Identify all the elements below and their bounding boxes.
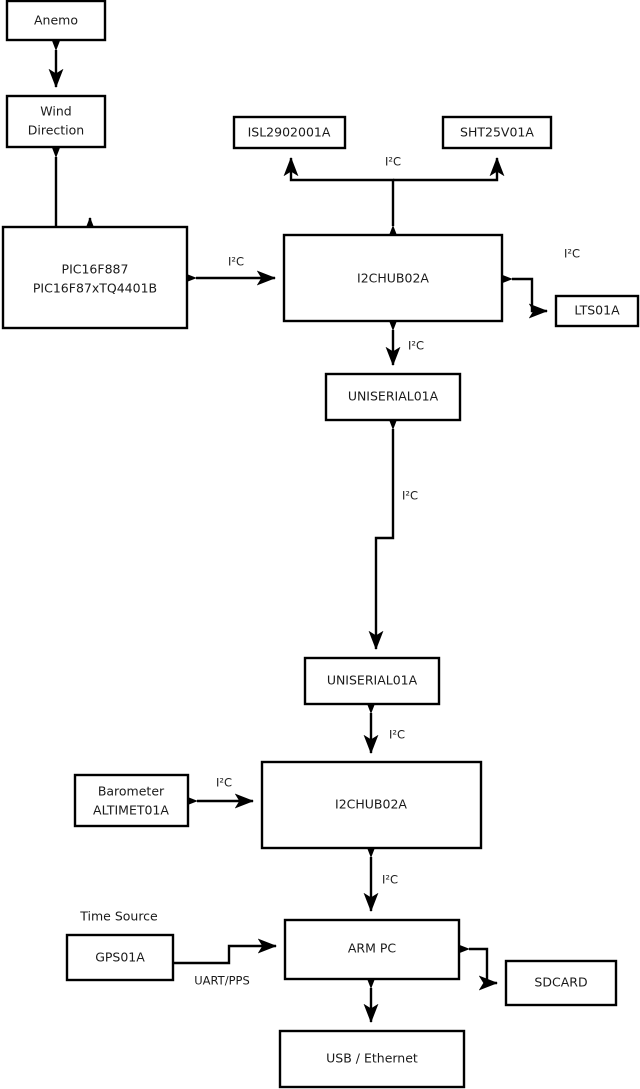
edge-label-i2c-pic-hub: I²C: [228, 255, 244, 269]
edge-label-uart-pps: UART/PPS: [194, 974, 250, 988]
node-label-barometer-line1: Barometer: [98, 784, 165, 799]
node-box[interactable]: [441, 115, 553, 150]
node-isl2902001a[interactable]: ISL2902001A: [232, 115, 347, 150]
node-i2chub02a-top[interactable]: I2CHUB02A: [282, 233, 504, 323]
node-box[interactable]: [65, 933, 175, 982]
node-label-uniserial01a-bottom: UNISERIAL01A: [327, 673, 418, 688]
edge-labels-layer: I²C I²C I²C I²C I²C I²C I²C I²C UART/PPS: [194, 155, 580, 988]
node-barometer-altimet01a[interactable]: Barometer ALTIMET01A: [73, 773, 190, 828]
node-label-uniserial01a-top: UNISERIAL01A: [348, 389, 439, 404]
node-label-sht25v01a: SHT25V01A: [460, 125, 534, 140]
node-label-gps01a: GPS01A: [95, 950, 145, 965]
node-i2chub02a-bottom[interactable]: I2CHUB02A: [260, 760, 483, 850]
node-label-sdcard: SDCARD: [534, 975, 587, 990]
edge-label-i2c-top-bus: I²C: [385, 155, 401, 169]
connector-armpc-sdcard: [450, 941, 498, 991]
node-gps01a[interactable]: GPS01A: [65, 933, 175, 982]
edge-label-i2c-hub-armpc: I²C: [382, 873, 398, 887]
node-label-barometer-line2: ALTIMET01A: [93, 803, 169, 818]
edge-label-i2c-uniserial-hub-bottom: I²C: [389, 728, 405, 742]
node-box[interactable]: [1, 225, 189, 330]
connector-uniserial-top-uniserial-bottom: [368, 410, 401, 650]
node-uniserial01a-bottom[interactable]: UNISERIAL01A: [303, 656, 441, 706]
node-label-i2chub02a-bottom: I2CHUB02A: [335, 797, 407, 812]
connector-branch-sht: [393, 157, 505, 182]
node-box[interactable]: [303, 656, 441, 706]
edges-layer: [48, 31, 548, 1023]
node-box[interactable]: [5, 94, 107, 149]
node-arm-pc[interactable]: ARM PC: [283, 918, 461, 981]
node-pic16f887[interactable]: PIC16F887 PIC16F87xTQ4401B: [1, 225, 189, 330]
node-label-anemo: Anemo: [34, 13, 78, 28]
node-box[interactable]: [504, 959, 618, 1007]
connector-path: [173, 938, 277, 965]
edge-label-i2c-hub-uniserial: I²C: [408, 339, 424, 353]
edge-label-i2c-hub-lts: I²C: [564, 247, 580, 261]
connector-gps-armpc: [173, 938, 277, 965]
edge-label-i2c-barometer-hub: I²C: [216, 776, 232, 790]
node-box[interactable]: [282, 233, 504, 323]
connector-path: [493, 271, 548, 319]
node-label-i2chub02a-top: I2CHUB02A: [357, 271, 429, 286]
node-box[interactable]: [5, 0, 107, 42]
node-label-pic-line1: PIC16F887: [62, 262, 129, 277]
node-lts01a[interactable]: LTS01A: [554, 294, 640, 328]
node-usb-ethernet[interactable]: USB / Ethernet: [278, 1029, 466, 1089]
node-box[interactable]: [324, 372, 462, 422]
node-box[interactable]: [554, 294, 640, 328]
node-label-pic-line2: PIC16F87xTQ4401B: [33, 281, 157, 296]
node-label-usb-ethernet: USB / Ethernet: [326, 1051, 418, 1066]
node-label-isl2902001a: ISL2902001A: [248, 125, 331, 140]
edge-label-i2c-uniserial-uniserial: I²C: [402, 489, 418, 503]
node-label-wind-direction-line2: Direction: [28, 123, 84, 138]
free-labels-layer: Time Source: [79, 909, 158, 924]
node-anemo[interactable]: Anemo: [5, 0, 107, 42]
node-box[interactable]: [73, 773, 190, 828]
node-sdcard[interactable]: SDCARD: [504, 959, 618, 1007]
label-time-source: Time Source: [79, 909, 158, 924]
connector-path: [450, 941, 498, 991]
node-sht25v01a[interactable]: SHT25V01A: [441, 115, 553, 150]
node-uniserial01a-top[interactable]: UNISERIAL01A: [324, 372, 462, 422]
node-wind-direction[interactable]: Wind Direction: [5, 94, 107, 149]
connector-branch-isl: [283, 157, 401, 245]
node-label-lts01a: LTS01A: [574, 303, 620, 318]
connector-i2c-top-bus: [283, 157, 505, 245]
node-label-arm-pc: ARM PC: [348, 941, 397, 956]
node-label-wind-direction-line1: Wind: [40, 104, 71, 119]
node-box[interactable]: [283, 918, 461, 981]
node-box[interactable]: [278, 1029, 466, 1089]
connector-path: [368, 410, 401, 650]
node-box[interactable]: [232, 115, 347, 150]
connector-hub-top-lts: [493, 271, 548, 319]
node-box[interactable]: [260, 760, 483, 850]
